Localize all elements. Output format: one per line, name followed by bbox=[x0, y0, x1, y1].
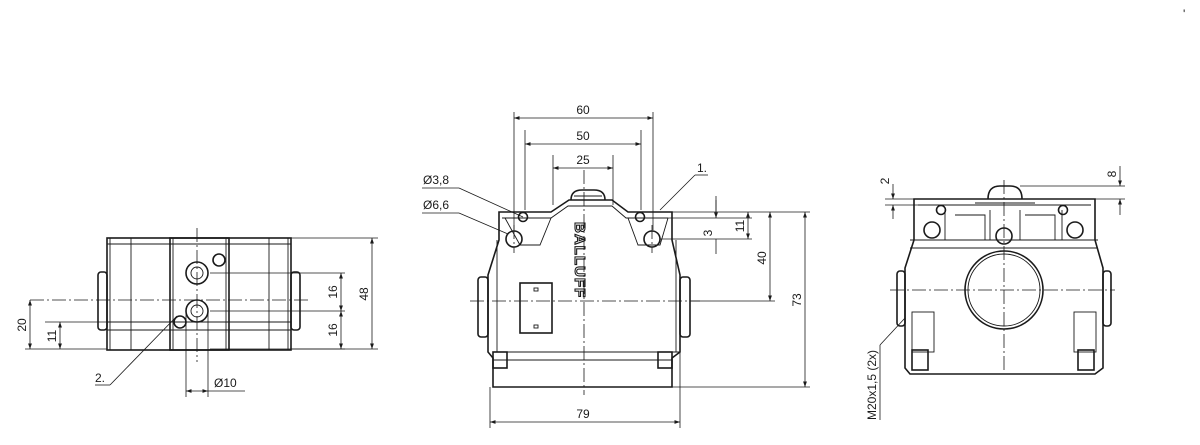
callout-2: 2. bbox=[95, 371, 105, 385]
front-foot-left bbox=[492, 351, 508, 369]
right-dim-2: 2 bbox=[878, 177, 892, 184]
right-screw-right bbox=[1057, 204, 1069, 216]
callout-1: 1. bbox=[697, 161, 707, 175]
right-hole-right bbox=[1066, 221, 1084, 239]
left-dim-16-lower: 16 bbox=[326, 323, 340, 337]
right-foot-left bbox=[911, 349, 929, 371]
stray-mark: ' bbox=[1183, 7, 1185, 21]
front-brand-logo: BALLUFF bbox=[571, 222, 588, 298]
front-gland-right bbox=[679, 276, 691, 338]
front-view: BALLUFF 60 50 25 Ø3,8 Ø6,6 1. bbox=[422, 103, 810, 428]
left-gland-left bbox=[97, 271, 108, 331]
right-gland-left bbox=[896, 270, 906, 327]
left-center-plate bbox=[169, 237, 230, 351]
left-screw-top bbox=[212, 253, 226, 267]
right-dim-8: 8 bbox=[1105, 170, 1119, 177]
right-screw-left bbox=[935, 204, 947, 216]
front-label-plate bbox=[519, 282, 553, 334]
left-gland-right bbox=[290, 271, 301, 331]
front-dim-25: 25 bbox=[576, 153, 590, 167]
front-dim-dia38: Ø3,8 bbox=[423, 173, 449, 187]
left-dim-11: 11 bbox=[45, 329, 59, 342]
front-dim-60: 60 bbox=[576, 103, 590, 117]
front-dim-73: 73 bbox=[790, 293, 804, 307]
right-view: 2 8 M20x1,5 (2x) bbox=[865, 166, 1125, 420]
right-gland-right bbox=[1102, 270, 1112, 327]
front-screw-right bbox=[634, 211, 646, 223]
left-dim-16-upper: 16 bbox=[326, 285, 340, 299]
front-plunger bbox=[570, 189, 606, 201]
front-dim-79: 79 bbox=[576, 407, 590, 421]
left-dim-20: 20 bbox=[15, 318, 29, 332]
right-plunger bbox=[987, 185, 1023, 200]
front-foot-right bbox=[657, 351, 673, 369]
front-dim-dia66: Ø6,6 bbox=[423, 198, 449, 212]
front-dim-11: 11 bbox=[733, 219, 747, 232]
front-dim-3: 3 bbox=[701, 229, 715, 236]
right-hole-left bbox=[923, 221, 941, 239]
right-body-outline bbox=[904, 198, 1104, 375]
left-dim-48: 48 bbox=[357, 287, 371, 301]
right-foot-right bbox=[1077, 349, 1095, 371]
left-view: 16 16 48 20 11 Ø10 2. bbox=[15, 228, 378, 397]
left-body-outline bbox=[106, 237, 292, 351]
front-dim-40: 40 bbox=[755, 251, 769, 265]
front-screw-left bbox=[517, 211, 529, 223]
left-dim-dia10: Ø10 bbox=[214, 376, 237, 390]
front-dim-50: 50 bbox=[576, 129, 590, 143]
right-thread-label: M20x1,5 (2x) bbox=[865, 350, 879, 420]
front-gland-left bbox=[477, 276, 489, 338]
